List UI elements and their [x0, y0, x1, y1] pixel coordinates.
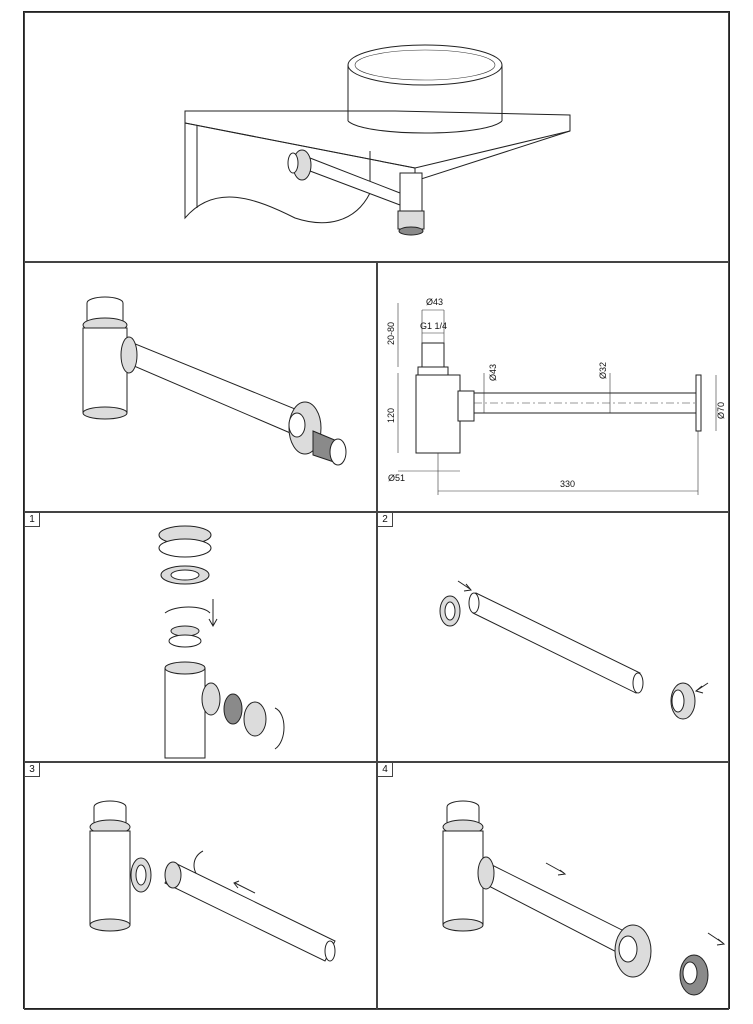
dim-top-diameter: Ø43 [426, 297, 443, 307]
panel-product-view [24, 262, 377, 512]
dim-outlet-diameter: Ø43 [488, 364, 498, 381]
panel-step-2: 2 [377, 512, 729, 762]
dim-adjust-range: 20-80 [386, 322, 396, 345]
dim-thread: G1 1/4 [420, 321, 447, 331]
siphon-product-illustration [82, 296, 347, 466]
step-1-illustration [158, 525, 285, 759]
step-4-illustration [442, 800, 726, 996]
dim-pipe-diameter: Ø32 [598, 362, 608, 379]
panel-sink-overview [24, 12, 729, 262]
dim-length: 330 [560, 479, 575, 489]
instruction-sheet: Ø43 G1 1/4 20-80 120 Ø43 Ø32 Ø70 Ø51 330… [23, 11, 730, 1010]
dim-body-diameter: Ø51 [388, 473, 405, 483]
dimension-drawing: Ø43 G1 1/4 20-80 120 Ø43 Ø32 Ø70 Ø51 330 [386, 297, 726, 495]
step-3-illustration [89, 800, 336, 962]
step-number: 3 [25, 763, 40, 777]
dim-body-height: 120 [386, 408, 396, 423]
step-number: 1 [25, 513, 40, 527]
panel-dimension-drawing: Ø43 G1 1/4 20-80 120 Ø43 Ø32 Ø70 Ø51 330 [377, 262, 729, 512]
sink-installation-illustration [184, 44, 571, 236]
step-2-illustration [439, 580, 709, 720]
panel-step-3: 3 [24, 762, 377, 1010]
panel-step-4: 4 [377, 762, 729, 1010]
panel-step-1: 1 [24, 512, 377, 762]
step-number: 4 [378, 763, 393, 777]
dim-flange-diameter: Ø70 [716, 402, 726, 419]
step-number: 2 [378, 513, 393, 527]
